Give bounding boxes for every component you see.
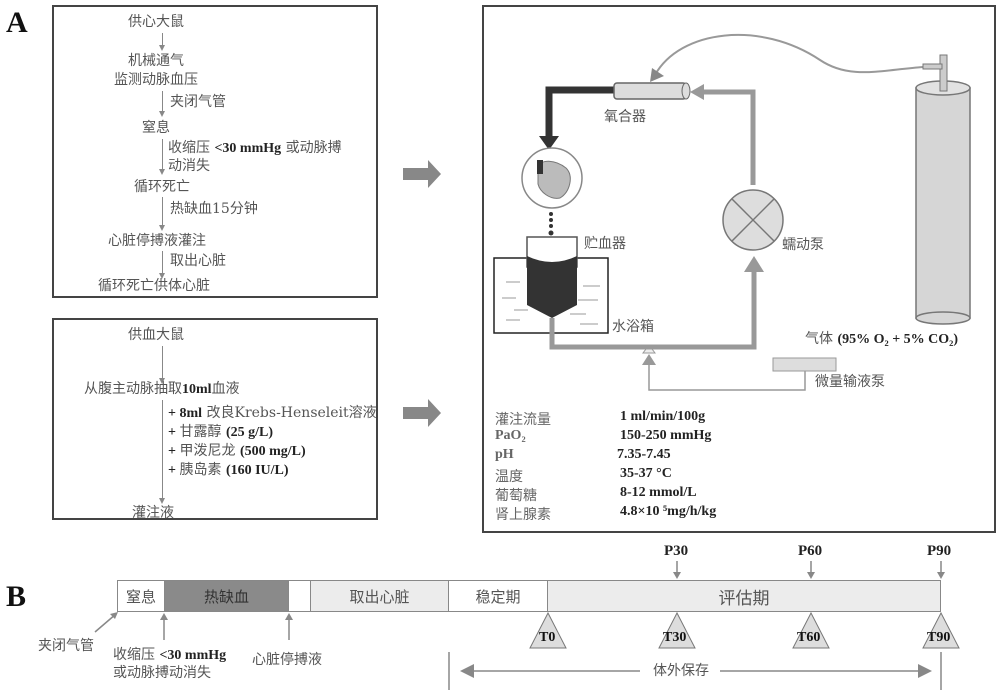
heart-icon — [537, 160, 571, 199]
left-arrowhead-icon — [690, 84, 704, 100]
down-arrowhead-icon — [539, 136, 559, 150]
ex-vivo-preservation-label: 体外保存 — [653, 663, 709, 679]
timepoint-marker-icon — [529, 611, 567, 649]
pump-inflow-line — [549, 272, 757, 350]
blood-draw-step: 从腹主动脉抽取10ml血液 — [84, 381, 240, 397]
flow-transition: 热缺血15分钟 — [170, 201, 258, 217]
perfusion-point-label: P60 — [798, 543, 823, 559]
flow-transition: 取出心脏 — [170, 253, 226, 269]
flow-step: 灌注液 — [132, 505, 174, 521]
flow-step: 窒息 — [142, 120, 170, 136]
param-value: 150-250 mmHg — [620, 428, 712, 443]
additive-item: + 甲泼尼龙 (500 mg/L) — [168, 443, 306, 459]
flow-step: 机械通气 — [128, 53, 184, 69]
gas-line — [654, 34, 925, 76]
sbp-label: 收缩压 <30 mmHg — [113, 647, 227, 663]
clamp-trachea-label: 夹闭气管 — [38, 638, 94, 654]
flow-step: 心脏停搏液灌注 — [108, 233, 206, 249]
timepoint-label: T90 — [927, 630, 951, 645]
reservoir-blood — [527, 256, 577, 318]
timepoint-label: T30 — [663, 630, 687, 645]
timepoint-label: T0 — [539, 630, 556, 645]
additive-item: + 甘露醇 (25 g/L) — [168, 424, 273, 440]
flow-transition: 收缩压 <30 mmHg 或动脉搏 — [168, 140, 342, 156]
flow-transition: 夹闭气管 — [170, 94, 226, 110]
flow-step: 监测动脉血压 — [114, 72, 198, 88]
panel-a-label: A — [6, 6, 28, 39]
perfusion-point-label: P30 — [664, 543, 689, 559]
additive-item: + 胰岛素 (160 IU/L) — [168, 462, 289, 478]
perfusion-point-label: P90 — [927, 543, 952, 559]
up-arrowhead-icon — [642, 354, 656, 365]
timepoint-marker-icon — [922, 611, 960, 649]
flow-transition: 动消失 — [168, 158, 210, 174]
timeline-segment-heart-removal: 取出心脏 — [310, 580, 449, 612]
right-arrowhead-icon — [918, 664, 932, 678]
peristaltic-pump-label: 蠕动泵 — [782, 237, 824, 253]
flow-step: 供血大鼠 — [128, 327, 184, 343]
gas-label: 气体 (95% O₂ + 5% CO₂) — [805, 331, 959, 347]
param-value: 7.35-7.45 — [617, 447, 671, 462]
flow-step: 供心大鼠 — [128, 14, 184, 30]
param-value: 35-37 °C — [620, 466, 672, 481]
param-name: pH — [495, 447, 514, 462]
timeline-segment-evaluation: 评估期 — [547, 580, 941, 612]
additive-item: + 8ml 改良Krebs-Henseleit溶液 — [168, 405, 377, 421]
timeline-segment-stabilization: 稳定期 — [448, 580, 548, 612]
return-line — [700, 89, 756, 185]
timepoint-label: T60 — [797, 630, 821, 645]
water-bath-label: 水浴箱 — [612, 319, 654, 335]
timepoint-marker-icon — [658, 611, 696, 649]
gas-arrowhead-icon — [650, 68, 664, 82]
up-arrowhead-icon — [744, 256, 764, 272]
param-value: 4.8×10 ⁵mg/h/kg — [620, 504, 717, 519]
param-name: 葡萄糖 — [495, 488, 537, 504]
micro-pump-label: 微量输液泵 — [815, 374, 885, 390]
left-arrowhead-icon — [460, 664, 474, 678]
donor-heart-flow-box: 供心大鼠 机械通气 监测动脉血压 夹闭气管 窒息 收缩压 <30 mmHg 或动… — [52, 5, 378, 298]
cardioplegia-label: 心脏停搏液 — [252, 652, 322, 668]
gas-cylinder — [915, 87, 971, 319]
flow-step: 循环死亡 — [134, 179, 190, 195]
param-value: 1 ml/min/100g — [620, 409, 706, 424]
reservoir-label: 贮血器 — [584, 236, 626, 252]
timeline-segment-asphyxia: 窒息 — [117, 580, 165, 612]
donor-blood-flow-box: 供血大鼠 从腹主动脉抽取10ml血液 + 8ml 改良Krebs-Hensele… — [52, 318, 378, 521]
oxygenated-line — [545, 86, 617, 138]
timeline-segment-warm-ischemia: 热缺血 — [164, 580, 289, 612]
param-name: 温度 — [495, 469, 523, 485]
param-name: 灌注流量 — [495, 412, 551, 428]
micro-pump-line — [648, 365, 806, 391]
param-name: 肾上腺素 — [495, 507, 551, 523]
param-name: PaO₂ — [495, 428, 526, 443]
panel-b-label: B — [6, 580, 27, 613]
timepoint-marker-icon — [792, 611, 830, 649]
oxygenator-label: 氧合器 — [604, 109, 646, 125]
sbp-label-line2: 或动脉搏动消失 — [113, 665, 211, 681]
flow-step: 循环死亡供体心脏 — [98, 278, 210, 294]
param-value: 8-12 mmol/L — [620, 485, 697, 500]
